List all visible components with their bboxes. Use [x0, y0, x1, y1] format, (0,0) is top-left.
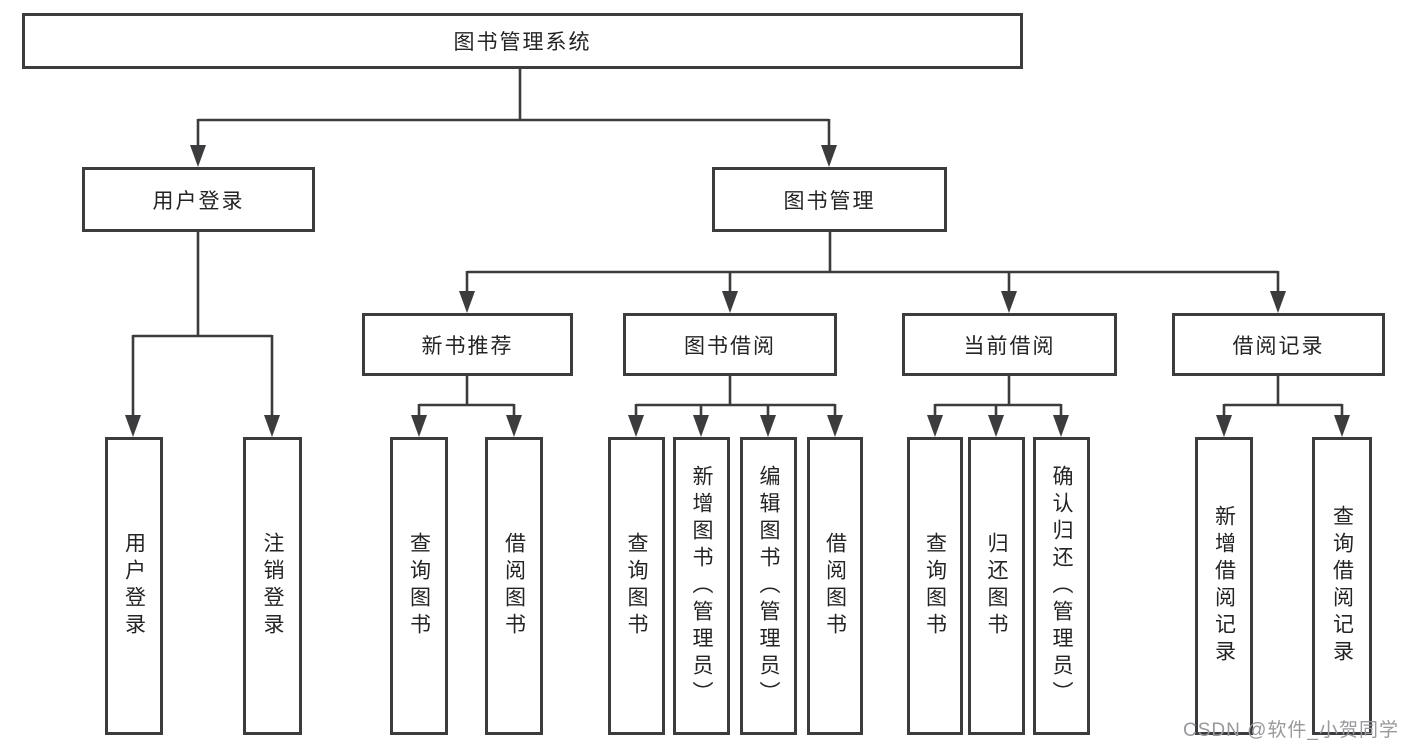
node-current-borrowing: 当前借阅 — [902, 313, 1117, 376]
leaf-borrow-books: 借阅图书 — [807, 437, 863, 735]
leaf-query-books-borrow: 查询图书 — [608, 437, 665, 735]
node-borrowing-records-label: 借阅记录 — [1232, 334, 1325, 358]
node-book-management-label: 图书管理 — [783, 189, 876, 213]
leaf-add-book-admin-label: 新增图书（管理员） — [690, 464, 714, 708]
node-borrowing-records: 借阅记录 — [1172, 313, 1385, 376]
node-root: 图书管理系统 — [22, 13, 1023, 69]
leaf-user-login: 用户登录 — [105, 437, 163, 735]
leaf-query-books-current-label: 查询图书 — [923, 532, 947, 640]
leaf-confirm-return-admin: 确认归还（管理员） — [1033, 437, 1090, 735]
leaf-query-books-recommend: 查询图书 — [390, 437, 448, 735]
leaf-add-borrow-record: 新增借阅记录 — [1195, 437, 1253, 735]
leaf-borrow-books-recommend-label: 借阅图书 — [502, 532, 526, 640]
leaf-return-book: 归还图书 — [968, 437, 1025, 735]
leaf-query-books-current: 查询图书 — [907, 437, 963, 735]
node-new-book-recommendation-label: 新书推荐 — [421, 334, 514, 358]
node-new-book-recommendation: 新书推荐 — [362, 313, 573, 376]
leaf-add-borrow-record-label: 新增借阅记录 — [1212, 505, 1236, 667]
leaf-logout: 注销登录 — [243, 437, 302, 735]
node-book-borrowing-label: 图书借阅 — [684, 334, 776, 358]
leaf-user-login-label: 用户登录 — [122, 532, 146, 640]
node-book-management: 图书管理 — [712, 167, 947, 232]
node-user-login-label: 用户登录 — [152, 189, 245, 213]
leaf-edit-book-admin: 编辑图书（管理员） — [740, 437, 797, 735]
leaf-query-borrow-record: 查询借阅记录 — [1312, 437, 1372, 735]
leaf-add-book-admin: 新增图书（管理员） — [673, 437, 730, 735]
node-current-borrowing-label: 当前借阅 — [963, 334, 1056, 358]
arrowheads — [125, 145, 1350, 437]
node-user-login: 用户登录 — [82, 167, 315, 232]
leaf-query-borrow-record-label: 查询借阅记录 — [1330, 505, 1354, 667]
leaf-query-books-borrow-label: 查询图书 — [625, 532, 649, 640]
leaf-borrow-books-recommend: 借阅图书 — [485, 437, 543, 735]
leaf-logout-label: 注销登录 — [261, 532, 285, 640]
csdn-watermark: CSDN @软件_小贺同学 — [1183, 720, 1399, 741]
node-root-label: 图书管理系统 — [453, 31, 592, 54]
node-book-borrowing: 图书借阅 — [623, 313, 837, 376]
leaf-borrow-books-label: 借阅图书 — [823, 532, 847, 640]
leaf-return-book-label: 归还图书 — [985, 532, 1009, 640]
connector-paths — [131, 69, 1344, 417]
leaf-edit-book-admin-label: 编辑图书（管理员） — [757, 464, 781, 708]
leaf-query-books-recommend-label: 查询图书 — [407, 532, 431, 640]
leaf-confirm-return-admin-label: 确认归还（管理员） — [1050, 464, 1074, 708]
